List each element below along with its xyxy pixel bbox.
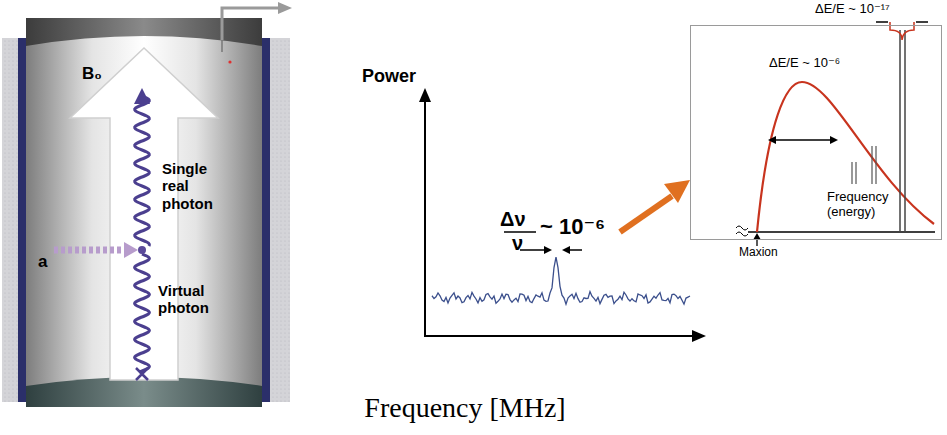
mass-label: Maxion: [739, 246, 778, 260]
photon-label: Virtual photon: [158, 282, 228, 317]
axion-label: a: [38, 252, 47, 272]
inset-spectrum: [736, 30, 935, 246]
inset-panel: ΔE/E ~ 10⁻⁶MaxionFrequency (energy): [690, 25, 942, 240]
vertex-mark: [136, 368, 148, 380]
axis-title: Frequency [MHz]: [364, 392, 565, 424]
cavity: B₀ Single real photon aVirtual photon: [26, 20, 262, 405]
axis-label: Frequency (energy): [827, 190, 897, 220]
field-arrow: [70, 48, 218, 380]
photon-label: Single real photon: [162, 160, 232, 212]
photon-wave: [135, 254, 150, 372]
fraction-numerator: Δν: [500, 208, 526, 231]
axis-label: Power: [362, 66, 416, 87]
cavity: [26, 18, 262, 407]
noise-trace: [432, 257, 690, 304]
plot-axes: [419, 88, 706, 342]
ratio-value: ~ 10⁻⁶: [540, 214, 605, 239]
fraction-denominator: ν: [512, 232, 523, 255]
photon-wave: [134, 88, 150, 380]
field-label: B₀: [82, 64, 102, 84]
width-label: ΔE/E ~ 10⁻⁶: [769, 56, 840, 71]
photon-wave: [135, 96, 150, 246]
photon-head: [134, 88, 150, 104]
zoom-arrow: [620, 180, 690, 232]
width-label: ΔE/E ~ 10⁻¹⁷: [815, 2, 890, 17]
output-line: [222, 2, 292, 64]
axion-arrow: [54, 242, 146, 258]
